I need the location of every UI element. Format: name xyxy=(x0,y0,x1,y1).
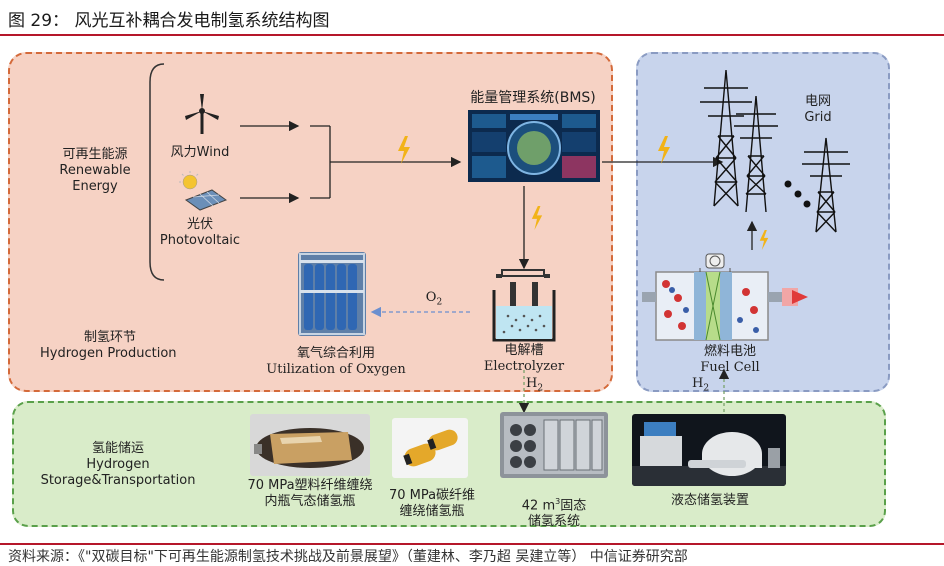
electrolyzer-en: Electrolyzer xyxy=(483,359,565,374)
lightning-icon xyxy=(759,230,769,250)
electrolyzer-h2-label: H2 xyxy=(526,376,556,397)
renewable-cn: 可再生能源 xyxy=(62,147,128,162)
storage-item-3-unit-exp: 3 xyxy=(555,497,561,506)
wind-label: 风力Wind xyxy=(170,145,230,160)
o2-symbol: O xyxy=(425,290,437,305)
electrolyzer-icon xyxy=(492,269,556,342)
lightning-icon xyxy=(398,136,410,164)
grid-en: Grid xyxy=(804,110,832,125)
lightning-icon xyxy=(658,136,670,164)
fuel-cell-h2-label: H2 xyxy=(692,376,722,397)
solid-state-storage-image xyxy=(500,412,608,478)
storage-item-2-line2: 缠绕储氢瓶 xyxy=(399,504,465,519)
storage-item-2-label: 70 MPa碳纤维 缠绕储氢瓶 xyxy=(380,488,484,520)
storage-cn: 氢能储运 xyxy=(91,441,144,456)
storage-en2: Storage&Transportation xyxy=(40,473,196,488)
grid-cn: 电网 xyxy=(804,94,831,109)
storage-item-2-line1: 70 MPa碳纤维 xyxy=(388,488,476,503)
carbon-fiber-tank-image xyxy=(392,418,468,478)
fuel-cell-icon xyxy=(642,253,808,341)
fuel-cell-label: 燃料电池 Fuel Cell xyxy=(680,344,780,376)
renewable-en1: Renewable xyxy=(59,163,131,178)
lightning-icon xyxy=(531,206,543,230)
title-divider xyxy=(0,34,944,36)
wind-turbine-icon xyxy=(185,94,219,134)
storage-en1: Hydrogen xyxy=(86,457,150,472)
hydrogen-production-cn: 制氢环节 xyxy=(84,330,137,345)
source-note: 资料来源：《"双碳目标"下可再生能源制氢技术挑战及前景展望》（董建林、李乃超 吴… xyxy=(8,549,688,565)
storage-item-1-line1: 70 MPa塑料纤维缠绕 xyxy=(247,478,373,493)
storage-item-1-line2: 内瓶气态储氢瓶 xyxy=(264,494,356,509)
liquid-storage-plant-image xyxy=(632,414,786,486)
oxygen-cylinder-rack-image xyxy=(298,252,366,336)
pv-cn: 光伏 xyxy=(186,217,213,232)
oxygen-o2-label: O2 xyxy=(414,290,454,311)
electrolyzer-label: 电解槽 Electrolyzer xyxy=(474,343,574,375)
renewable-en2: Energy xyxy=(72,179,118,194)
bottom-divider xyxy=(0,543,944,545)
storage-item-3-type: 固态 xyxy=(560,498,587,514)
power-tower-icons xyxy=(700,69,850,233)
hydrogen-production-en: Hydrogen Production xyxy=(40,346,177,361)
oxygen-label: 氧气综合利用 Utilization of Oxygen xyxy=(256,346,416,378)
plastic-liner-tank-image xyxy=(250,414,370,476)
bms-dashboard-image xyxy=(468,110,600,182)
renewable-energy-label: 可再生能源 Renewable Energy xyxy=(50,147,140,195)
h2-symbol: H xyxy=(692,376,704,391)
bms-label: 能量管理系统(BMS) xyxy=(470,90,596,106)
h2-symbol: H xyxy=(526,376,538,391)
h2-subscript: 2 xyxy=(703,383,710,394)
storage-item-3-volume: 42 m xyxy=(521,498,556,514)
o2-subscript: 2 xyxy=(436,297,443,308)
hydrogen-production-label: 制氢环节 Hydrogen Production xyxy=(40,330,200,362)
oxygen-cn: 氧气综合利用 xyxy=(296,346,375,361)
storage-item-3-label: 42 m3固态 储氢系统 xyxy=(500,494,608,530)
photovoltaic-label: 光伏 Photovoltaic xyxy=(150,217,250,249)
grid-label: 电网 Grid xyxy=(790,94,846,126)
figure-title: 图 29： 风光互补耦合发电制氢系统结构图 xyxy=(8,11,330,31)
storage-item-1-label: 70 MPa塑料纤维缠绕 内瓶气态储氢瓶 xyxy=(230,478,390,510)
storage-label: 氢能储运 Hydrogen Storage&Transportation xyxy=(38,441,198,489)
h2-subscript: 2 xyxy=(537,383,544,394)
fuel-cell-en: Fuel Cell xyxy=(700,360,760,375)
solar-panel-icon xyxy=(179,171,228,211)
fuel-cell-cn: 燃料电池 xyxy=(703,344,756,359)
electrolyzer-cn: 电解槽 xyxy=(504,343,544,358)
renewable-bracket xyxy=(149,63,165,281)
storage-item-3-line2: 储氢系统 xyxy=(527,514,580,530)
oxygen-en: Utilization of Oxygen xyxy=(266,362,406,377)
pv-en: Photovoltaic xyxy=(159,233,241,248)
storage-item-4-label: 液态储氢装置 xyxy=(670,493,749,508)
